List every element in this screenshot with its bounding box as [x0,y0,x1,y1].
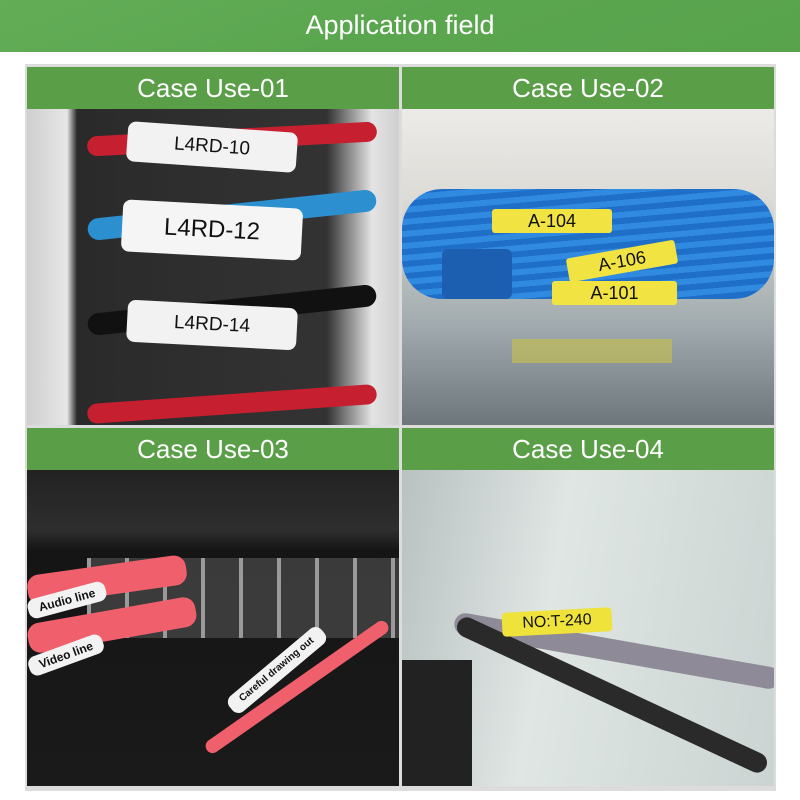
case-label: Case Use-03 [27,428,399,470]
cable-tag: A-101 [552,281,677,305]
cable-tag: A-104 [492,209,612,233]
page-title: Application field [0,0,800,52]
case-grid: Case Use-01 L4RD-10 L4RD-12 L4RD-14 Case… [25,64,776,791]
case-label: Case Use-04 [402,428,774,470]
cable-tag: L4RD-14 [126,299,298,351]
case-photo-network-switch: Audio line Video line Careful drawing ou… [27,470,399,786]
case-photo-cable-rack: L4RD-10 L4RD-12 L4RD-14 [27,109,399,425]
case-label: Case Use-01 [27,67,399,109]
case-use-02: Case Use-02 A-104 A-106 A-101 [402,67,774,425]
case-use-01: Case Use-01 L4RD-10 L4RD-12 L4RD-14 [27,67,399,425]
case-label: Case Use-02 [402,67,774,109]
case-use-04: Case Use-04 NO:T-240 [402,428,774,786]
cable-tag: NO:T-240 [501,607,613,637]
case-photo-network-cables: A-104 A-106 A-101 [402,109,774,425]
cable-tag: L4RD-12 [120,199,304,261]
case-use-03: Case Use-03 Audio line Video line Carefu… [27,428,399,786]
case-photo-cable-tray: NO:T-240 [402,470,774,786]
